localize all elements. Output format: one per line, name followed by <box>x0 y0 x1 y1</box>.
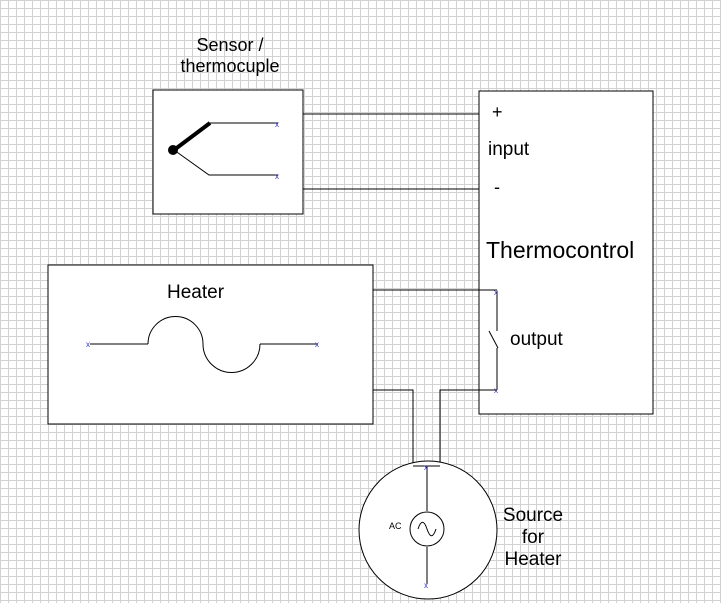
svg-text:x: x <box>424 581 428 590</box>
sensor-title: Sensor / thermocuple <box>155 35 305 76</box>
svg-text:x: x <box>275 172 279 181</box>
ac-label: AC <box>389 521 402 531</box>
svg-text:x: x <box>275 120 279 129</box>
wire-heater-source <box>373 389 414 466</box>
wire-output-source <box>439 389 497 466</box>
thermocouple-symbol: x x <box>168 120 279 181</box>
source-title: Source for Heater <box>493 505 573 571</box>
output-label: output <box>510 329 563 350</box>
thermocontrol-box <box>478 90 654 415</box>
thermocontrol-title: Thermocontrol <box>486 237 635 263</box>
minus-label: - <box>494 177 500 197</box>
input-label: input <box>488 139 530 160</box>
heater-coil-symbol <box>90 316 318 373</box>
source-title-line3: Heater <box>504 549 562 570</box>
sensor-box <box>152 89 304 215</box>
sensor-title-line1: Sensor / <box>196 35 264 55</box>
svg-text:x: x <box>424 463 428 472</box>
output-switch <box>488 291 499 390</box>
heater-title: Heater <box>167 282 225 303</box>
plus-label: + <box>492 102 503 122</box>
source-title-line2: for <box>521 527 545 548</box>
sensor-title-line2: thermocuple <box>180 55 280 76</box>
svg-text:x: x <box>494 288 498 297</box>
source-title-line1: Source <box>502 505 564 526</box>
heater-terminal-right: x <box>315 340 319 349</box>
heater-terminal-left: x <box>86 340 90 349</box>
sine-wave-icon <box>417 521 437 537</box>
